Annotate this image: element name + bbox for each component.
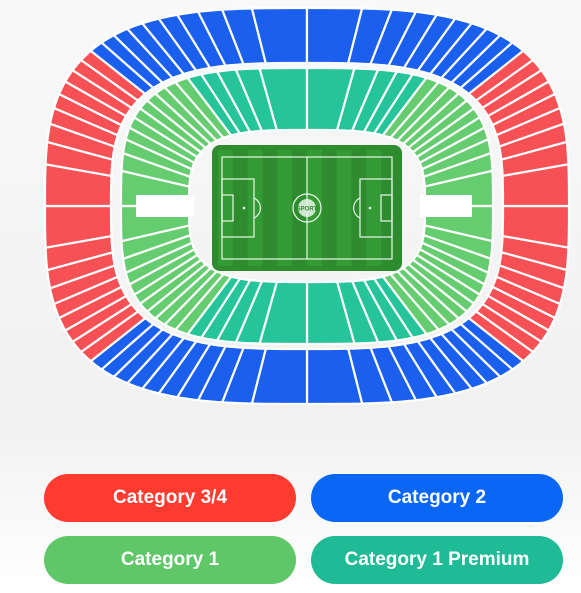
pitch: SPORT [212, 145, 402, 271]
pitch-stripe [277, 150, 293, 266]
seat-sections [43, 6, 571, 406]
pitch-stripe [218, 150, 233, 266]
sport-logo-text: SPORT [297, 207, 318, 213]
category-2-button[interactable]: Category 2 [311, 474, 563, 522]
pitch-stripe [366, 150, 382, 266]
left-penalty-arc [253, 197, 262, 219]
left-goal-box [221, 194, 234, 222]
category-1-premium-button[interactable]: Category 1 Premium [311, 536, 563, 584]
pitch-stripe [336, 150, 352, 266]
sport-logo-icon [298, 199, 316, 217]
left-tunnel [136, 195, 194, 217]
right-tunnel [420, 195, 472, 217]
right-penalty-spot [368, 206, 372, 210]
right-goal-box [380, 194, 393, 222]
category-3-4-button[interactable]: Category 3/4 [44, 474, 296, 522]
category-3-4-section [501, 163, 571, 208]
right-penalty-arc [352, 197, 361, 219]
left-penalty-spot [242, 206, 246, 210]
centre-circle [292, 193, 322, 223]
category-1-button[interactable]: Category 1 [44, 536, 296, 584]
